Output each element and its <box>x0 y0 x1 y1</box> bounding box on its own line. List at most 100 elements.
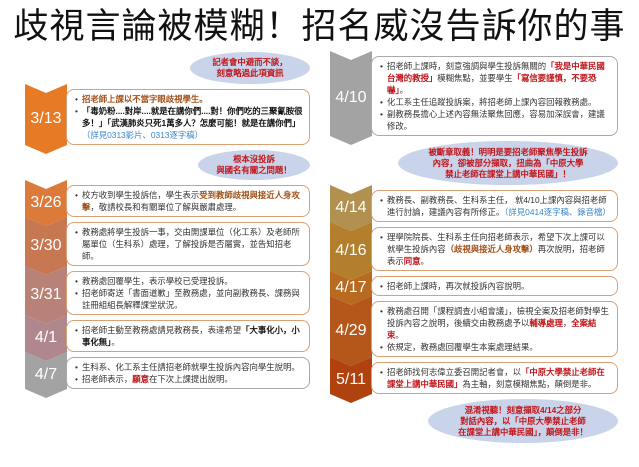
bullet-text: ，敬請校長和有關單位了解與嚴肅處理。 <box>90 202 242 212</box>
timeline-row: 3/26 校方收到學生投訴信，學生表示受到教師歧視與接近人身攻擊，敬請校長和有關單… <box>25 185 310 217</box>
bullet-text: 受到教師歧視與接近人身攻擊 <box>82 190 300 212</box>
bullet-text: 教務長、副教務長、生科系主任， 就4/10上課內容與招老師進行討論，建議內容有所… <box>387 195 607 217</box>
page-title: 歧視言論被模糊！招名威沒告訴你的事 <box>13 7 626 46</box>
event-date: 3/30 <box>30 237 62 254</box>
bullet-text: 為主軸，刻意模糊焦點，顛倒是非。 <box>462 379 597 389</box>
date-chevron: 3/31 <box>25 266 67 324</box>
bullet-text: 招老師找何志偉立委召開記者會，以 <box>387 367 521 377</box>
event-bullet: 生科系、化工系主任請招老師就學生投訴內容向學生說明。 <box>75 361 303 373</box>
bullet-text: 「大事化小，小事化無」 <box>82 325 300 347</box>
bullet-text: 「寫信要謹慎，不要恐嚇」 <box>387 73 597 95</box>
callout-bubble: 被斷章取義！明明是要招老師聚焦學生投訴 內容，卻被部分擷取，扭曲為「中原大學 禁… <box>398 141 618 185</box>
event-card: 招老師上課以不當字眼歧視學生。「毒奶粉....對岸....就是在講你們....對… <box>66 89 310 145</box>
reference-link[interactable]: （詳見0414逐字稿、錄音檔） <box>504 207 611 217</box>
timeline-row: 5/11 招老師找何志偉立委召開記者會，以「中原大學禁止老師在課堂上講中華民國」為… <box>330 362 618 394</box>
timeline-right-column: 4/10 招老師上課時，刻意強調與學生投訴無關的「我是中華民國台灣的教授」模糊焦點… <box>330 56 618 443</box>
event-date: 4/29 <box>335 322 367 339</box>
event-card: 招老師上課時，刻意強調與學生投訴無關的「我是中華民國台灣的教授」模糊焦點，並要學… <box>371 56 618 136</box>
bullet-text: 。 <box>111 337 120 347</box>
bullet-text: 「毒奶粉....對岸....就是在講你們....對！你們吃的三聚氰胺很多！」「武… <box>82 106 303 128</box>
event-card: 招老師找何志偉立委召開記者會，以「中原大學禁止老師在課堂上講中華民國」為主軸，刻… <box>371 362 618 394</box>
event-date: 3/31 <box>30 286 62 303</box>
reference-link[interactable]: （詳見0313影片、0313逐字稿） <box>82 130 204 140</box>
timeline-row: 4/7 生科系、化工系主任請招老師就學生投訴內容向學生說明。招老師表示，願意在下次… <box>25 357 310 389</box>
bullet-text: 同意 <box>403 256 421 266</box>
timeline-row: 3/30 教務處將學生投訴一事，交由開課單位（化工系）及老師所屬單位（生科系）處理… <box>25 222 310 266</box>
event-date: 3/13 <box>30 110 62 127</box>
event-card: 招老師主動至教務處請見教務長，表達希望「大事化小，小事化無」。 <box>66 320 310 352</box>
bullet-text: ， <box>562 318 572 328</box>
event-date: 4/17 <box>335 279 367 296</box>
date-chevron: 3/26 <box>25 180 67 226</box>
event-bullet: 化工系主任追蹤投訴案，將招老師上課內容回報教務處。 <box>380 96 611 108</box>
bullet-text: 招老師上課時，刻意強調與學生投訴無關的 <box>387 61 547 71</box>
bullet-text: 輔導處理 <box>529 318 563 328</box>
timeline-row: 4/17 招老師上課時，再次就投訴內容說明。 <box>330 276 618 296</box>
event-card: 理學院院長、生科系主任向招老師表示，希望下次上課可以就學生投訴內容（歧視與接近人… <box>371 227 618 271</box>
date-chevron: 4/29 <box>330 296 372 366</box>
event-date: 4/7 <box>34 366 58 383</box>
bullet-text: 生科系、化工系主任請招老師就學生投訴內容向學生說明。 <box>82 362 300 372</box>
bullet-text: 教務處召開「課程調查小組會議」，檢視全案及招老師對學生投訴內容之說明，後續交由教… <box>387 306 609 328</box>
bullet-text: 願意 <box>132 374 149 384</box>
event-card: 教務處將學生投訴一事，交由開課單位（化工系）及老師所屬單位（生科系）處理，了解投… <box>66 222 310 266</box>
event-date: 5/11 <box>336 371 366 388</box>
event-bullet: 理學院院長、生科系主任向招老師表示，希望下次上課可以就學生投訴內容（歧視與接近人… <box>380 231 611 267</box>
event-date: 4/1 <box>34 329 58 346</box>
event-bullet: 招老師找何志偉立委召開記者會，以「中原大學禁止老師在課堂上講中華民國」為主軸，刻… <box>380 366 611 390</box>
bullet-text: 再次說明，招老師表示 <box>387 244 605 266</box>
bullet-text: 。 <box>395 330 404 340</box>
event-bullet: 教務處召開「課程調查小組會議」，檢視全案及招老師對學生投訴內容之說明，後續交由教… <box>380 305 611 341</box>
event-card: 教務處召開「課程調查小組會議」，檢視全案及招老師對學生投訴內容之說明，後續交由教… <box>371 301 618 357</box>
date-chevron: 4/1 <box>25 315 67 361</box>
event-date: 4/10 <box>335 89 367 106</box>
date-chevron: 4/14 <box>330 185 372 231</box>
timeline-row: 4/1 招老師主動至教務處請見教務長，表達希望「大事化小，小事化無」。 <box>25 320 310 352</box>
date-chevron: 3/30 <box>25 217 67 275</box>
event-date: 3/26 <box>30 194 62 211</box>
bullet-text: 招老師上課以不當字眼歧視學生。 <box>82 94 208 104</box>
timeline-row: 4/29 教務處召開「課程調查小組會議」，檢視全案及招老師對學生投訴內容之說明，後… <box>330 301 618 357</box>
bullet-text: 招老師表示， <box>82 374 133 384</box>
bullet-text: 全案結束 <box>387 318 597 340</box>
timeline-row: 3/31教務處回覆學生，表示學校已受理投訴。招老師寄送「書面道歉」至教務處，並向… <box>25 271 310 315</box>
event-bullet: 教務處回覆學生，表示學校已受理投訴。 <box>75 275 303 287</box>
timeline-row: 3/13招老師上課以不當字眼歧視學生。「毒奶粉....對岸....就是在講你們.… <box>25 89 310 145</box>
bullet-text: 副教務長擔心上述內容無法聚焦回應，容易加深誤會，建議修改。 <box>387 109 605 131</box>
bullet-text: 「中原大學禁止老師在課堂上講中華民國」 <box>387 367 605 389</box>
event-bullet: 招老師上課時，刻意強調與學生投訴無關的「我是中華民國台灣的教授」模糊焦點，並要學… <box>380 60 611 96</box>
bullet-text: 招老師上課時，再次就投訴內容說明。 <box>387 281 530 291</box>
event-bullet: 依規定，教務處回覆學生本案處理結果。 <box>380 341 611 353</box>
bullet-text: 化工系主任追蹤投訴案，將招老師上課內容回報教務處。 <box>387 97 597 107</box>
bullet-text: 校方收到學生投訴信，學生表示 <box>82 190 200 200</box>
bullet-text: 理學院院長、生科系主任向招老師表示，希望下次上課可以就學生投訴內容 <box>387 232 605 254</box>
event-card: 招老師上課時，再次就投訴內容說明。 <box>371 276 618 296</box>
timeline-row: 4/14 教務長、副教務長、生科系主任， 就4/10上課內容與招老師進行討論，建議… <box>330 190 618 222</box>
bullet-text: 教務處回覆學生，表示學校已受理投訴。 <box>82 276 233 286</box>
date-chevron: 4/16 <box>330 222 372 280</box>
bullet-text: 在下次上課提出說明。 <box>149 374 233 384</box>
event-date: 4/16 <box>335 242 367 259</box>
event-bullet: 招老師上課時，再次就投訴內容說明。 <box>380 280 611 292</box>
event-bullet: 副教務長擔心上述內容無法聚焦回應，容易加深誤會，建議修改。 <box>380 108 611 132</box>
timeline-left-column: 記者會中避而不談， 刻意略過此項資訊3/13招老師上課以不當字眼歧視學生。「毒奶… <box>25 52 310 389</box>
date-chevron: 5/11 <box>330 357 372 403</box>
event-bullet: 招老師寄送「書面道歉」至教務處，並向副教務長、課務與註冊組組長解釋課堂狀況。 <box>75 287 303 311</box>
bullet-text: 模糊焦點，並要學生 <box>437 73 513 83</box>
date-chevron: 4/10 <box>330 51 372 145</box>
bullet-text: 教務處將學生投訴一事，交由開課單位（化工系）及老師所屬單位（生科系）處理，了解投… <box>82 227 300 261</box>
bullet-text: 。 <box>420 256 429 266</box>
event-card: 校方收到學生投訴信，學生表示受到教師歧視與接近人身攻擊，敬請校長和有關單位了解與… <box>66 185 310 217</box>
event-bullet: 招老師表示，願意在下次上課提出說明。 <box>75 373 303 385</box>
bullet-text: 依規定，教務處回覆學生本案處理結果。 <box>387 342 538 352</box>
callout-bubble: 混淆視聽！刻意擷取4/14之部分 對話內容，以「中原大學禁止老師 在課堂上講中華… <box>428 399 618 443</box>
event-card: 教務處回覆學生，表示學校已受理投訴。招老師寄送「書面道歉」至教務處，並向副教務長… <box>66 271 310 315</box>
bullet-text: 招老師主動至教務處請見教務長，表達希望 <box>82 325 242 335</box>
callout-bubble: 根本沒投訴 與國名有關之問題！ <box>198 150 310 180</box>
event-card: 教務長、副教務長、生科系主任， 就4/10上課內容與招老師進行討論，建議內容有所… <box>371 190 618 222</box>
event-date: 4/14 <box>335 199 367 216</box>
event-bullet: 招老師主動至教務處請見教務長，表達希望「大事化小，小事化無」。 <box>75 324 303 348</box>
event-bullet: 招老師上課以不當字眼歧視學生。 <box>75 93 303 105</box>
event-bullet: 校方收到學生投訴信，學生表示受到教師歧視與接近人身攻擊，敬請校長和有關單位了解與… <box>75 189 303 213</box>
date-chevron: 4/7 <box>25 352 67 398</box>
